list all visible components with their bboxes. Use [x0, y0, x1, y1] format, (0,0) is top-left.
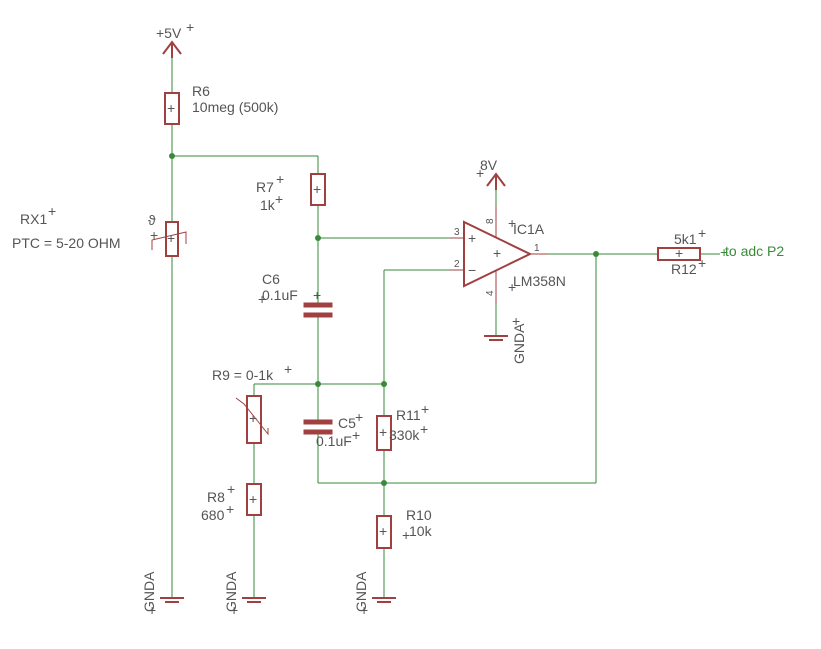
svg-text:+: +	[421, 401, 429, 417]
ground-symbol-4: GNDA +	[484, 313, 527, 364]
svg-text:+: +	[227, 481, 235, 497]
junctions	[169, 153, 599, 486]
r11-value: 330k	[389, 427, 420, 443]
junction-dot	[315, 381, 321, 387]
svg-text:+: +	[360, 602, 368, 618]
vcc-5v-label: +5V	[156, 25, 182, 41]
c5-name: C5	[338, 415, 356, 431]
r12-name: R12	[671, 261, 697, 277]
ic1a-value: LM358N	[513, 273, 566, 289]
r8-value: 680	[201, 507, 225, 523]
r6-name: R6	[192, 83, 210, 99]
c6-name: C6	[262, 271, 280, 287]
svg-text:+: +	[313, 287, 321, 303]
svg-text:+: +	[508, 215, 516, 231]
r12-value: 5k1	[674, 231, 697, 247]
pin-3: 3	[454, 227, 460, 238]
ptc-rx1: ϑ + RX1 + PTC = 5-20 OHM +	[12, 203, 187, 257]
pin-1: 1	[534, 243, 540, 254]
resistor-r6: + R6 10meg (500k)	[164, 83, 278, 125]
rx1-name: RX1	[20, 211, 47, 227]
ground-label: GNDA	[223, 571, 239, 612]
ground-symbol-1: GNDA +	[141, 571, 184, 618]
svg-text:+: +	[258, 291, 266, 307]
svg-text:+: +	[186, 19, 194, 35]
svg-text:+: +	[230, 602, 238, 618]
svg-text:+: +	[698, 255, 706, 271]
svg-text:+: +	[720, 244, 728, 260]
ground-label: GNDA	[511, 323, 527, 364]
r9-name: R9 = 0-1k	[212, 367, 274, 383]
svg-text:+: +	[379, 523, 387, 539]
ground-label: GNDA	[353, 571, 369, 612]
svg-text:+: +	[352, 427, 360, 443]
capacitor-c6: + C6 0.1uF +	[258, 271, 333, 318]
svg-text:+: +	[476, 165, 484, 181]
wires	[171, 58, 720, 598]
v8-symbol: 8V +	[476, 157, 506, 190]
junction-dot	[593, 251, 599, 257]
pin-4: 4	[485, 290, 496, 296]
r7-value: 1k	[260, 197, 276, 213]
resistor-r11: + R11 + 330k +	[376, 401, 429, 451]
svg-text:+: +	[508, 279, 516, 295]
svg-text:+: +	[167, 100, 175, 116]
junction-dot	[381, 381, 387, 387]
svg-text:+: +	[275, 191, 283, 207]
svg-text:+: +	[355, 409, 363, 425]
junction-dot	[315, 235, 321, 241]
svg-text:+: +	[698, 225, 706, 241]
svg-text:+: +	[249, 410, 257, 426]
output-net-label: to adc P2	[725, 243, 784, 259]
noninverting-sign: +	[468, 230, 476, 246]
svg-text:+: +	[493, 245, 501, 261]
r8-name: R8	[207, 489, 225, 505]
svg-text:+: +	[148, 602, 156, 618]
svg-text:+: +	[512, 313, 520, 329]
r11-name: R11	[396, 407, 421, 423]
ground-symbol-3: GNDA +	[353, 571, 396, 618]
svg-text:+: +	[402, 527, 410, 543]
r7-name: R7	[256, 179, 274, 195]
svg-text:+: +	[284, 361, 292, 377]
svg-text:ϑ: ϑ	[148, 212, 156, 228]
svg-text:+: +	[167, 230, 175, 246]
resistor-r10: + R10 10k +	[376, 507, 433, 549]
svg-text:+: +	[150, 227, 158, 243]
vcc-5v-symbol: +5V +	[156, 19, 194, 58]
capacitor-c5: C5 + 0.1uF +	[303, 409, 363, 449]
svg-text:+: +	[313, 181, 321, 197]
resistor-r8: + R8 + 680 +	[201, 481, 262, 523]
ground-label: GNDA	[141, 571, 157, 612]
ic1a-name: IC1A	[513, 221, 545, 237]
resistor-r7: + R7 + 1k +	[256, 171, 326, 213]
potentiometer-r9: + R9 = 0-1k +	[212, 361, 292, 444]
ground-symbol-2: GNDA +	[223, 571, 266, 618]
r6-value: 10meg (500k)	[192, 99, 278, 115]
junction-dot	[169, 153, 175, 159]
c5-value: 0.1uF	[316, 433, 352, 449]
svg-text:+: +	[276, 171, 284, 187]
svg-text:+: +	[420, 421, 428, 437]
svg-text:+: +	[48, 203, 56, 219]
pin-8: 8	[485, 218, 496, 224]
pin-2: 2	[454, 259, 460, 270]
svg-text:+: +	[249, 491, 257, 507]
v8-label: 8V	[480, 157, 498, 173]
r10-name: R10	[406, 507, 432, 523]
svg-text:+: +	[675, 245, 683, 261]
junction-dot	[381, 480, 387, 486]
svg-text:+: +	[226, 501, 234, 517]
resistor-r12: + 5k1 + R12 +	[657, 225, 706, 277]
opamp-ic1a: + − + 3 2 1 8 4 IC1A + LM358N +	[450, 206, 566, 304]
rx1-value: PTC = 5-20 OHM	[12, 235, 121, 251]
inverting-sign: −	[468, 262, 476, 278]
svg-text:+: +	[379, 424, 387, 440]
r10-value: 10k	[409, 523, 433, 539]
c6-value: 0.1uF	[262, 287, 298, 303]
